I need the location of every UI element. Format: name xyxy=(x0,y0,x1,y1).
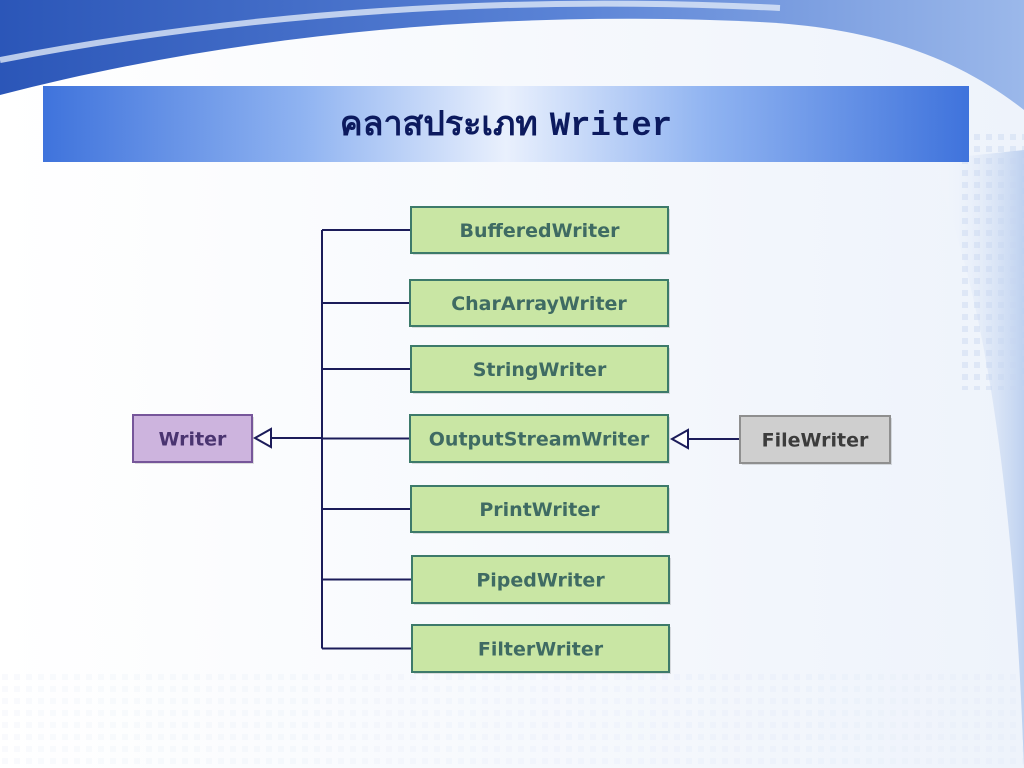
class-box-printwriter-label: PrintWriter xyxy=(479,499,600,521)
class-box-filterwriter: FilterWriter xyxy=(411,624,671,674)
title-code-text: Writer xyxy=(549,108,673,146)
connector-lines xyxy=(252,229,740,650)
class-box-filewriter: FileWriter xyxy=(739,415,892,465)
class-box-filewriter-label: FileWriter xyxy=(762,430,869,452)
title-banner: คลาสประเภท Writer xyxy=(43,86,969,162)
class-box-bufferedwriter: BufferedWriter xyxy=(410,206,670,255)
class-box-outputstreamwriter: OutputStreamWriter xyxy=(409,414,670,464)
class-box-outputstreamwriter-rect xyxy=(409,414,669,463)
class-box-pipedwriter: PipedWriter xyxy=(411,555,671,605)
class-box-filterwriter-label: FilterWriter xyxy=(478,639,604,661)
class-box-stringwriter: StringWriter xyxy=(410,345,670,394)
class-box-bufferedwriter-label: BufferedWriter xyxy=(460,220,621,242)
filewriter-inheritance-arrow xyxy=(669,428,689,450)
class-box-stringwriter-label: StringWriter xyxy=(473,359,607,381)
class-box-filewriter-rect xyxy=(739,415,891,464)
class-box-outputstreamwriter-label: OutputStreamWriter xyxy=(429,429,650,451)
class-box-printwriter-rect xyxy=(410,485,669,533)
class-box-bufferedwriter-rect xyxy=(410,206,669,254)
class-box-chararraywriter: CharArrayWriter xyxy=(409,279,670,328)
class-box-stringwriter-rect xyxy=(410,345,669,393)
class-box-filterwriter-rect xyxy=(411,624,670,673)
class-box-writer-rect xyxy=(132,414,253,463)
title-thai-text: คลาสประเภท xyxy=(339,104,538,144)
class-nodes: Writer BufferedWriterCharArrayWriterStrin… xyxy=(132,206,892,674)
class-box-pipedwriter-label: PipedWriter xyxy=(476,570,605,592)
slide-title: คลาสประเภท Writer xyxy=(339,104,673,146)
class-box-chararraywriter-rect xyxy=(409,279,669,327)
class-box-pipedwriter-rect xyxy=(411,555,670,604)
class-box-chararraywriter-label: CharArrayWriter xyxy=(451,293,627,315)
class-box-printwriter: PrintWriter xyxy=(410,485,670,534)
parent-inheritance-arrow xyxy=(252,427,272,449)
class-box-writer: Writer xyxy=(132,414,254,464)
class-box-writer-label: Writer xyxy=(159,429,227,451)
